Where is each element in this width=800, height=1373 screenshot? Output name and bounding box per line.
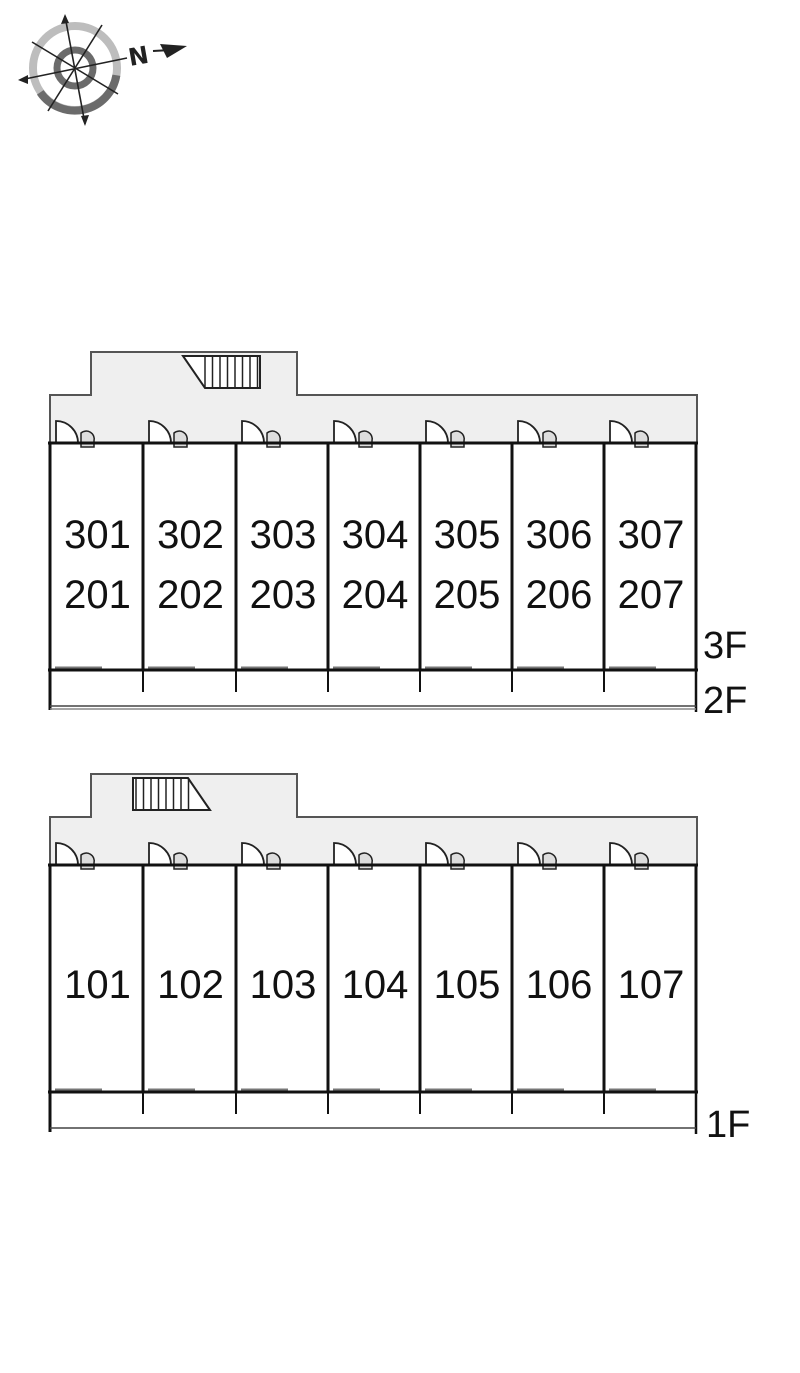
door-icon xyxy=(148,842,172,866)
meter-box-icon xyxy=(80,852,95,870)
unit: 104 xyxy=(327,842,409,1114)
meter-box-icon xyxy=(542,852,557,870)
meter-box-icon xyxy=(173,852,188,870)
lower-block-floor-1: 101 102 103 104 105 106 107 xyxy=(48,773,698,1134)
staircase xyxy=(132,777,212,811)
compass: N xyxy=(18,14,187,126)
unit: 101 xyxy=(55,842,131,1092)
meter-box-icon xyxy=(266,852,281,870)
meter-box-icon xyxy=(542,430,557,448)
door-icon xyxy=(55,842,79,866)
unit: 107 xyxy=(603,842,685,1114)
door-icon xyxy=(425,420,449,444)
meter-box-icon xyxy=(450,852,465,870)
unit-number: 203 xyxy=(250,573,317,617)
unit-number: 102 xyxy=(157,963,224,1007)
unit: 105 xyxy=(419,842,501,1114)
door-icon xyxy=(517,842,541,866)
floor-label-1f: 1F xyxy=(706,1104,750,1146)
upper-block-floors-2-3: 3012013022023032033042043052053062063072… xyxy=(48,351,698,712)
unit-number: 303 xyxy=(250,513,317,557)
unit-number: 302 xyxy=(157,513,224,557)
unit-number: 205 xyxy=(434,573,501,617)
floor-label-2f: 2F xyxy=(703,680,747,722)
meter-box-icon xyxy=(358,430,373,448)
unit-number: 301 xyxy=(64,513,131,557)
door-icon xyxy=(609,842,633,866)
door-icon xyxy=(425,842,449,866)
door-icon xyxy=(333,420,357,444)
compass-outer-ring-dark xyxy=(36,74,121,115)
meter-box-icon xyxy=(266,430,281,448)
unit-number: 206 xyxy=(526,573,593,617)
meter-box-icon xyxy=(80,430,95,448)
door-icon xyxy=(55,420,79,444)
common-corridor xyxy=(49,773,698,866)
unit-number: 201 xyxy=(64,573,131,617)
unit-number: 103 xyxy=(250,963,317,1007)
unit-number: 106 xyxy=(526,963,593,1007)
unit: 103 xyxy=(235,842,317,1114)
floor-label-3f: 3F xyxy=(703,625,747,667)
unit-number: 101 xyxy=(64,963,131,1007)
unit: 106 xyxy=(511,842,593,1114)
unit-number: 304 xyxy=(342,513,409,557)
unit-number: 207 xyxy=(618,573,685,617)
unit-number: 107 xyxy=(618,963,685,1007)
unit-number: 105 xyxy=(434,963,501,1007)
unit-number: 204 xyxy=(342,573,409,617)
meter-box-icon xyxy=(634,852,649,870)
unit: 102 xyxy=(142,842,224,1114)
unit-number: 305 xyxy=(434,513,501,557)
door-icon xyxy=(241,842,265,866)
meter-box-icon xyxy=(634,430,649,448)
meter-box-icon xyxy=(450,430,465,448)
door-icon xyxy=(241,420,265,444)
meter-box-icon xyxy=(173,430,188,448)
unit-number: 202 xyxy=(157,573,224,617)
door-icon xyxy=(517,420,541,444)
compass-inner-ring xyxy=(53,46,97,90)
door-icon xyxy=(333,842,357,866)
staircase xyxy=(181,355,261,389)
unit-number: 306 xyxy=(526,513,593,557)
meter-box-icon xyxy=(358,852,373,870)
common-corridor xyxy=(49,351,698,444)
north-arrow-icon xyxy=(160,44,187,58)
door-icon xyxy=(148,420,172,444)
unit-number: 307 xyxy=(618,513,685,557)
compass-north-label: N xyxy=(126,41,151,72)
door-icon xyxy=(609,420,633,444)
unit-number: 104 xyxy=(342,963,409,1007)
